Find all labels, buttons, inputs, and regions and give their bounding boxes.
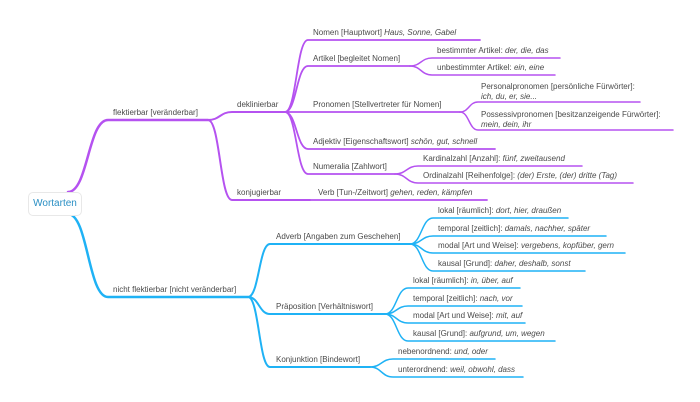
node-unbestimmter-artikel[interactable]: unbestimmter Artikel: ein, eine — [437, 63, 544, 73]
node-examples: nach, vor — [479, 294, 513, 303]
node-praeposition-kausal[interactable]: kausal [Grund]: aufgrund, um, wegen — [413, 329, 545, 339]
node-label: lokal [räumlich]: — [438, 206, 494, 215]
node-examples: daher, deshalb, sonst — [494, 259, 571, 268]
node-deklinierbar[interactable]: deklinierbar — [237, 100, 278, 110]
node-label: konjugierbar — [237, 188, 282, 197]
node-nomen[interactable]: Nomen [Hauptwort] Haus, Sonne, Gabel — [313, 28, 456, 38]
root-node-wortarten[interactable]: Wortarten — [28, 192, 82, 216]
node-ordinalzahl[interactable]: Ordinalzahl [Reihenfolge]: (der) Erste, … — [423, 171, 617, 181]
node-examples: damals, nachher, später — [504, 224, 591, 233]
node-examples: gehen, reden, kämpfen — [390, 188, 473, 197]
node-label: Numeralia [Zahlwort] — [313, 162, 387, 171]
node-bestimmter-artikel[interactable]: bestimmter Artikel: der, die, das — [437, 46, 549, 56]
node-examples: mit, auf — [496, 311, 523, 320]
node-kardinalzahl[interactable]: Kardinalzahl [Anzahl]: fünf, zweitausend — [423, 154, 565, 164]
node-konjunktion[interactable]: Konjunktion [Bindewort] — [276, 355, 360, 365]
edge-unbestimmter — [409, 65, 556, 76]
node-praeposition-temporal[interactable]: temporal [zeitlich]: nach, vor — [413, 294, 513, 304]
node-unterordnend[interactable]: unterordnend: weil, obwohl, dass — [398, 365, 515, 375]
node-label: bestimmter Artikel: — [437, 46, 503, 55]
node-pronomen[interactable]: Pronomen [Stellvertreter für Nomen] — [313, 100, 442, 110]
node-examples: weil, obwohl, dass — [450, 365, 515, 374]
node-label: nicht flektierbar [nicht veränderbar] — [113, 285, 237, 294]
edge-pr-kausal — [384, 313, 556, 342]
node-label: Nomen [Hauptwort] — [313, 28, 382, 37]
edge-root-nicht-flektierbar — [66, 212, 250, 299]
node-examples: der, die, das — [505, 46, 549, 55]
edge-root-flektierbar — [66, 118, 210, 194]
node-label: Personalpronomen [persönliche Fürwörter]… — [481, 82, 635, 91]
node-label: Adjektiv [Eigenschaftswort] — [313, 137, 409, 146]
node-adverb-lokal[interactable]: lokal [räumlich]: dort, hier, draußen — [438, 206, 561, 216]
node-label: Possessivpronomen [besitzanzeigende Fürw… — [481, 110, 661, 119]
node-examples: fünf, zweitausend — [502, 154, 565, 163]
edge-flektierbar-deklinierbar — [207, 111, 286, 121]
node-praeposition-modal[interactable]: modal [Art und Weise]: mit, auf — [413, 311, 522, 321]
node-examples: aufgrund, um, wegen — [469, 329, 545, 338]
node-label: unbestimmter Artikel: — [437, 63, 512, 72]
node-examples: mein, dein, ihr — [481, 120, 532, 129]
node-label: modal [Art und Weise]: — [413, 311, 494, 320]
node-adverb-modal[interactable]: modal [Art und Weise]: vergebens, kopfüb… — [438, 241, 614, 251]
node-examples: ein, eine — [513, 63, 545, 72]
node-label: nebenordnend: — [398, 347, 452, 356]
edge-unter — [369, 366, 524, 378]
node-examples: vergebens, kopfüber, gern — [521, 241, 614, 250]
edge-possessiv — [459, 111, 674, 131]
node-label: Ordinalzahl [Reihenfolge]: — [423, 171, 516, 180]
node-label: Präposition [Verhältniswort] — [276, 302, 373, 311]
node-examples: dort, hier, draußen — [495, 206, 562, 215]
node-examples: in, über, auf — [470, 276, 513, 285]
node-adverb-temporal[interactable]: temporal [zeitlich]: damals, nachher, sp… — [438, 224, 590, 234]
node-praeposition[interactable]: Präposition [Verhältniswort] — [276, 302, 373, 312]
node-praeposition-lokal[interactable]: lokal [räumlich]: in, über, auf — [413, 276, 513, 286]
node-nicht-flektierbar[interactable]: nicht flektierbar [nicht veränderbar] — [113, 285, 236, 295]
node-examples: schön, gut, schnell — [410, 137, 478, 146]
node-adverb-kausal[interactable]: kausal [Grund]: daher, deshalb, sonst — [438, 259, 571, 269]
node-nebenordnend[interactable]: nebenordnend: und, oder — [398, 347, 488, 357]
node-label: temporal [zeitlich]: — [438, 224, 503, 233]
node-flektierbar[interactable]: flektierbar [veränderbar] — [113, 108, 198, 118]
edge-numeralia — [284, 111, 396, 175]
edge-personal — [459, 101, 641, 113]
node-numeralia[interactable]: Numeralia [Zahlwort] — [313, 162, 387, 172]
node-adverb[interactable]: Adverb [Angaben zum Geschehen] — [276, 232, 401, 242]
node-label: temporal [zeitlich]: — [413, 294, 478, 303]
node-adjektiv[interactable]: Adjektiv [Eigenschaftswort] schön, gut, … — [313, 137, 477, 147]
node-examples: und, oder — [454, 347, 488, 356]
node-label: modal [Art und Weise]: — [438, 241, 519, 250]
node-label: deklinierbar — [237, 100, 279, 109]
edge-konjunktion — [247, 296, 371, 368]
node-artikel[interactable]: Artikel [begleitet Nomen] — [313, 54, 400, 64]
node-label: Adverb [Angaben zum Geschehen] — [276, 232, 401, 241]
edge-artikel — [284, 65, 411, 113]
node-examples: (der) Erste, (der) dritte (Tag) — [517, 171, 618, 180]
edge-adv-kausal — [409, 243, 586, 272]
node-label: Pronomen [Stellvertreter für Nomen] — [313, 100, 442, 109]
node-label: Artikel [begleitet Nomen] — [313, 54, 401, 63]
node-label: unterordnend: — [398, 365, 448, 374]
node-label: Kardinalzahl [Anzahl]: — [423, 154, 501, 163]
node-label: flektierbar [veränderbar] — [113, 108, 198, 117]
node-label: Verb [Tun-/Zeitwort] — [318, 188, 388, 197]
node-examples: Haus, Sonne, Gabel — [384, 28, 457, 37]
node-verb[interactable]: Verb [Tun-/Zeitwort] gehen, reden, kämpf… — [318, 188, 472, 198]
node-label: kausal [Grund]: — [438, 259, 493, 268]
edge-ordinal — [394, 173, 634, 184]
node-label: Konjunktion [Bindewort] — [276, 355, 361, 364]
edge-flektierbar-konjugierbar — [207, 119, 311, 201]
node-examples: ich, du, er, sie... — [481, 92, 538, 101]
node-konjugierbar[interactable]: konjugierbar — [237, 188, 281, 198]
node-possessivpronomen[interactable]: Possessivpronomen [besitzanzeigende Fürw… — [481, 110, 661, 130]
node-personalpronomen[interactable]: Personalpronomen [persönliche Fürwörter]… — [481, 82, 635, 102]
node-label: kausal [Grund]: — [413, 329, 468, 338]
node-label: lokal [räumlich]: — [413, 276, 469, 285]
edge-adverb — [247, 243, 411, 298]
